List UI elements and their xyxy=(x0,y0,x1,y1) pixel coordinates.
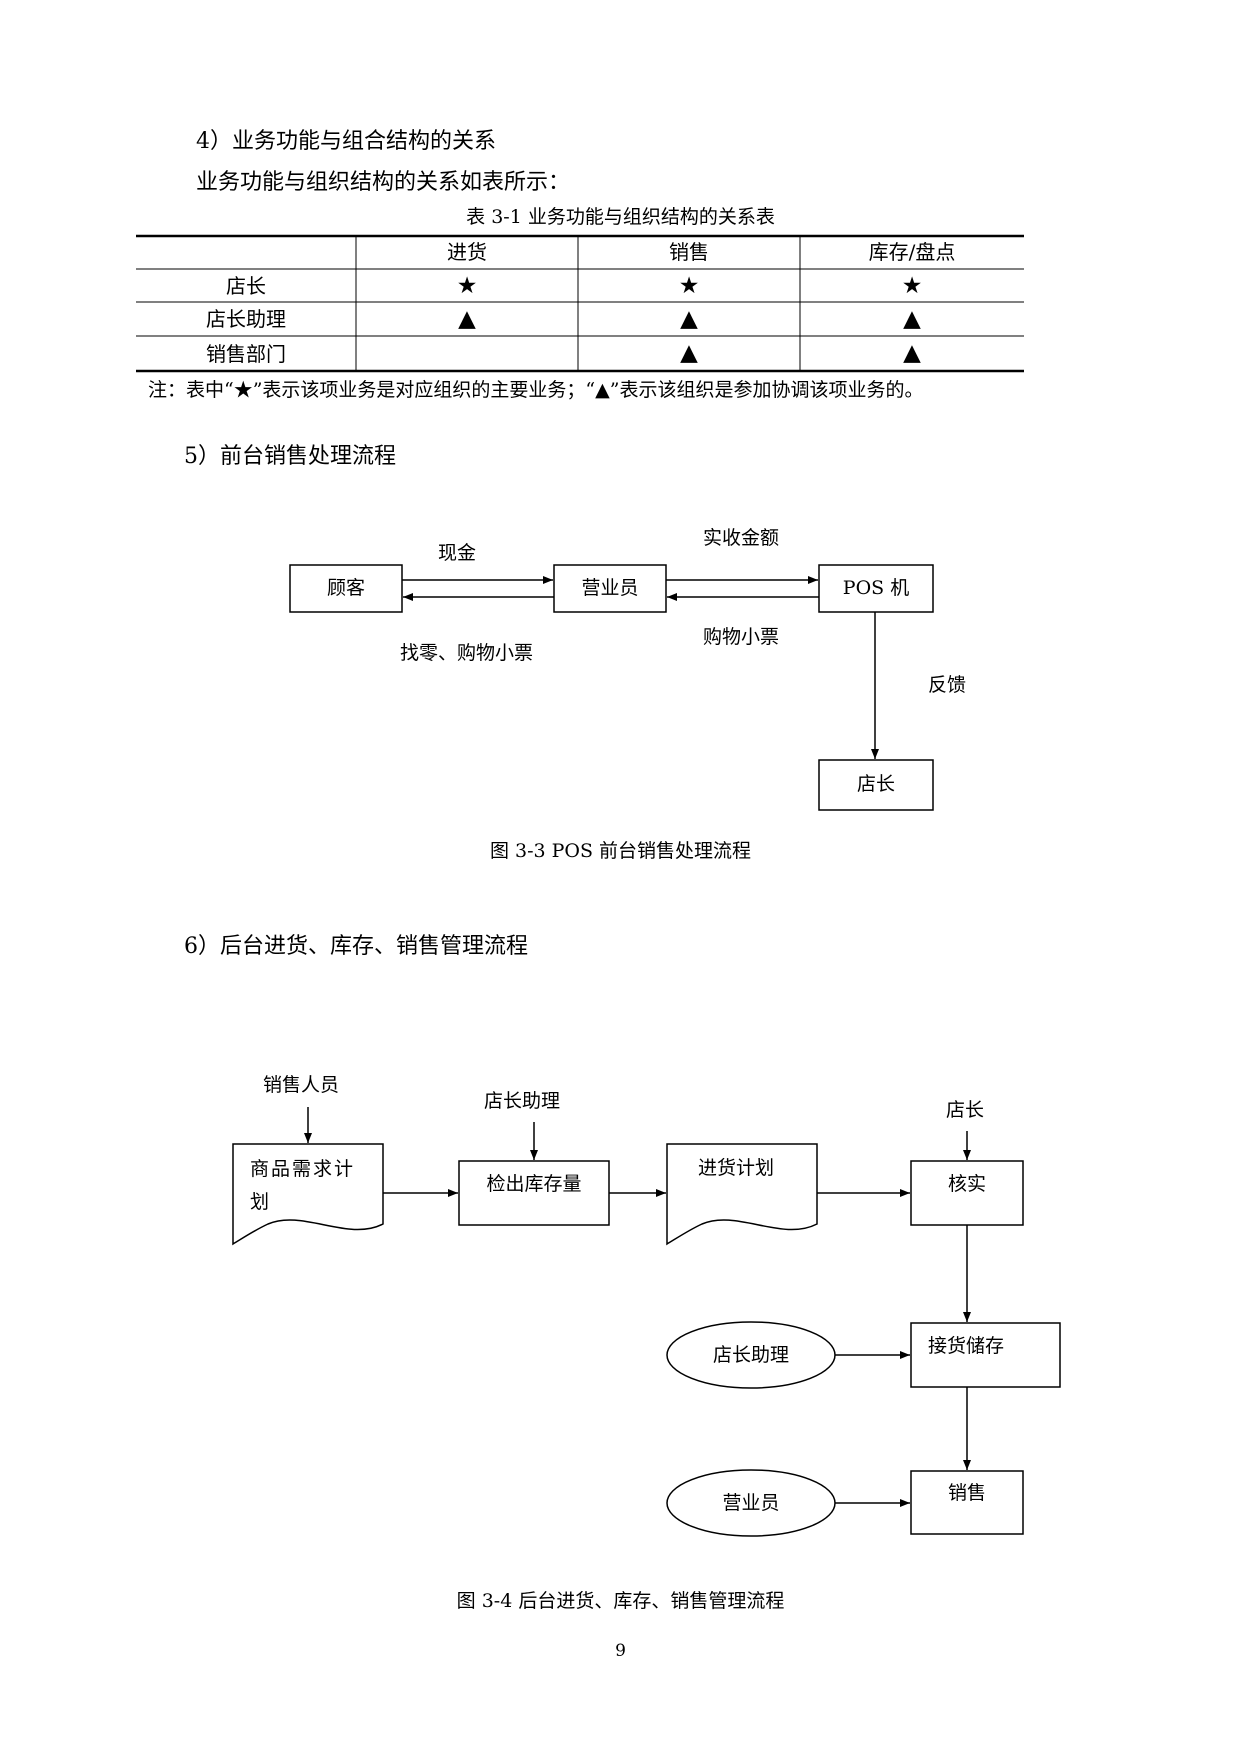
clerk-oval-label: 营业员 xyxy=(722,1492,780,1514)
sell-box xyxy=(910,1470,1024,1535)
table-cell: ▲ xyxy=(680,306,698,332)
table-caption: 表 3-1 业务功能与组织结构的关系表 xyxy=(466,206,775,228)
receipt-label: 购物小票 xyxy=(703,626,780,648)
table-cell: ★ xyxy=(456,273,478,299)
verify-box xyxy=(910,1160,1024,1226)
clerk-label: 营业员 xyxy=(581,577,639,599)
customer-label: 顾客 xyxy=(326,577,365,599)
assistant-top-label: 店长助理 xyxy=(484,1090,561,1112)
table-row-role: 店长 xyxy=(226,274,266,298)
pos-label: POS 机 xyxy=(842,577,910,599)
purchase-plan-document xyxy=(666,1143,818,1246)
manager-label: 店长 xyxy=(856,773,895,795)
table-row-role: 销售部门 xyxy=(206,342,286,366)
table-cell: ▲ xyxy=(680,340,698,366)
check-stock-box xyxy=(458,1160,610,1226)
page-number: 9 xyxy=(615,1641,626,1661)
sell-label: 销售 xyxy=(947,1482,986,1504)
figure-3-3-caption: 图 3-3 POS 前台销售处理流程 xyxy=(489,840,752,862)
feedback-label: 反馈 xyxy=(928,674,967,696)
change-label: 找零、购物小票 xyxy=(400,642,534,664)
manager-top-label: 店长 xyxy=(946,1099,985,1121)
table-header-purchase: 进货 xyxy=(447,240,487,264)
table-cell: ★ xyxy=(901,273,923,299)
section-6-heading: 6）后台进货、库存、销售管理流程 xyxy=(184,934,528,959)
demand-plan-label-line1: 商品需求计 xyxy=(250,1158,356,1180)
customer-box xyxy=(289,564,403,613)
section-5-heading: 5）前台销售处理流程 xyxy=(184,444,396,469)
demand-plan-document xyxy=(232,1143,384,1246)
table-header-sales: 销售 xyxy=(669,240,709,264)
manager-box xyxy=(818,759,934,811)
purchase-plan-label: 进货计划 xyxy=(698,1157,775,1179)
section-4-intro: 业务功能与组织结构的关系如表所示： xyxy=(196,170,571,195)
cash-label: 现金 xyxy=(438,542,477,564)
clerk-box xyxy=(553,564,667,613)
receive-store-box xyxy=(910,1322,1061,1388)
table-cell: ▲ xyxy=(903,340,921,366)
amount-label: 实收金额 xyxy=(703,527,780,549)
assistant-oval-label: 店长助理 xyxy=(712,1344,789,1366)
table-row-role: 店长助理 xyxy=(206,307,286,331)
table-cell: ▲ xyxy=(903,306,921,332)
check-stock-label: 检出库存量 xyxy=(486,1173,582,1195)
sales-staff-label: 销售人员 xyxy=(263,1074,340,1096)
table-note: 注：表中“★”表示该项业务是对应组织的主要业务；“▲”表示该组织是参加协调该项业… xyxy=(148,379,924,401)
table-cell: ★ xyxy=(678,273,700,299)
pos-box xyxy=(818,564,934,613)
table-cell: ▲ xyxy=(458,306,476,332)
section-4-heading: 4）业务功能与组合结构的关系 xyxy=(196,129,496,154)
receive-store-label: 接货储存 xyxy=(928,1335,1005,1357)
table-header-inventory: 库存/盘点 xyxy=(868,240,956,264)
verify-label: 核实 xyxy=(947,1173,986,1195)
demand-plan-label-line2: 划 xyxy=(250,1191,270,1213)
figure-3-4-caption: 图 3-4 后台进货、库存、销售管理流程 xyxy=(456,1590,785,1612)
